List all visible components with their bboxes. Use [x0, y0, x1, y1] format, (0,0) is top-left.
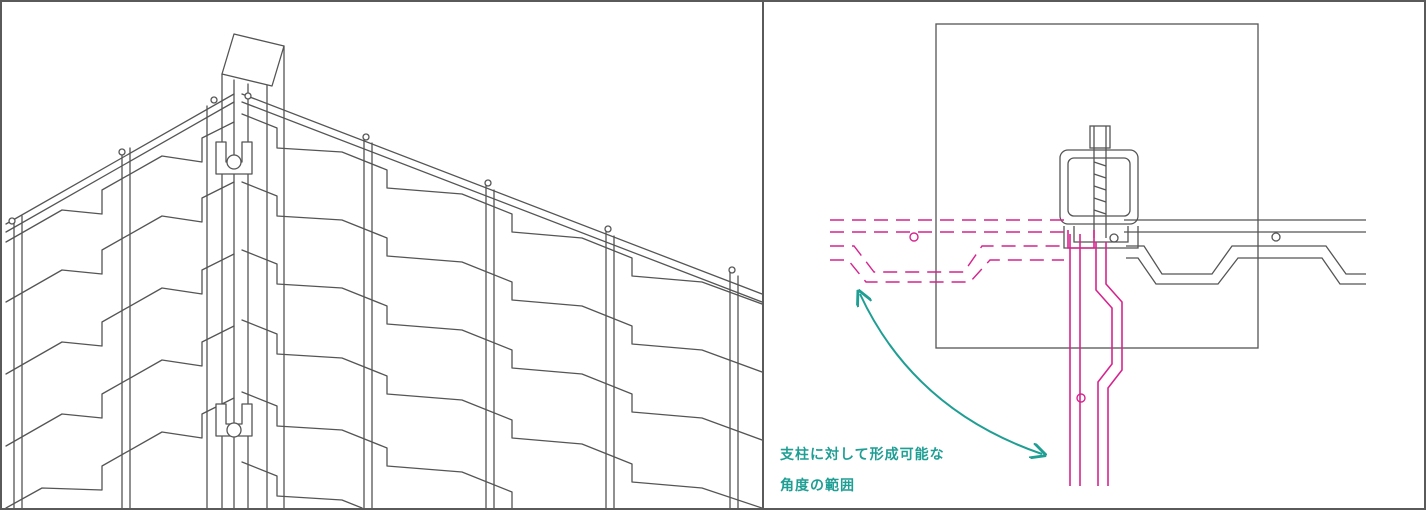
- rail-rivets: [8, 92, 736, 274]
- post-section: [1059, 125, 1139, 238]
- fence-panel-rotated-vertical: [1067, 230, 1123, 486]
- right-panel-wires: [241, 113, 762, 508]
- left-panel-verticals: [13, 105, 208, 508]
- left-panel-top-rails: [5, 93, 235, 233]
- angle-range-drawing: [830, 23, 1366, 486]
- fence-panel-straight: [1063, 219, 1366, 285]
- left-panel-wires: [5, 121, 235, 508]
- angle-range-note-line2: 角度の範囲: [780, 478, 855, 494]
- rotated-panel-rivet: [909, 232, 919, 242]
- right-panel-top-rails: [241, 93, 762, 303]
- post-clips: [215, 141, 253, 438]
- angle-range-arrow: [860, 294, 1042, 454]
- angle-range-note-line1: 支柱に対して形成可能な: [780, 447, 945, 463]
- base-plate: [935, 23, 1259, 349]
- vertical-panel-rivet: [1076, 393, 1086, 403]
- fence-perspective-drawing: [5, 33, 762, 508]
- angle-range-plan-view: 支柱に対して形成可能な 角度の範囲: [762, 0, 1426, 510]
- right-panel-verticals: [363, 139, 739, 508]
- fence-panel-rotated-dashed: [830, 219, 1064, 283]
- fence-perspective-view: [0, 0, 764, 510]
